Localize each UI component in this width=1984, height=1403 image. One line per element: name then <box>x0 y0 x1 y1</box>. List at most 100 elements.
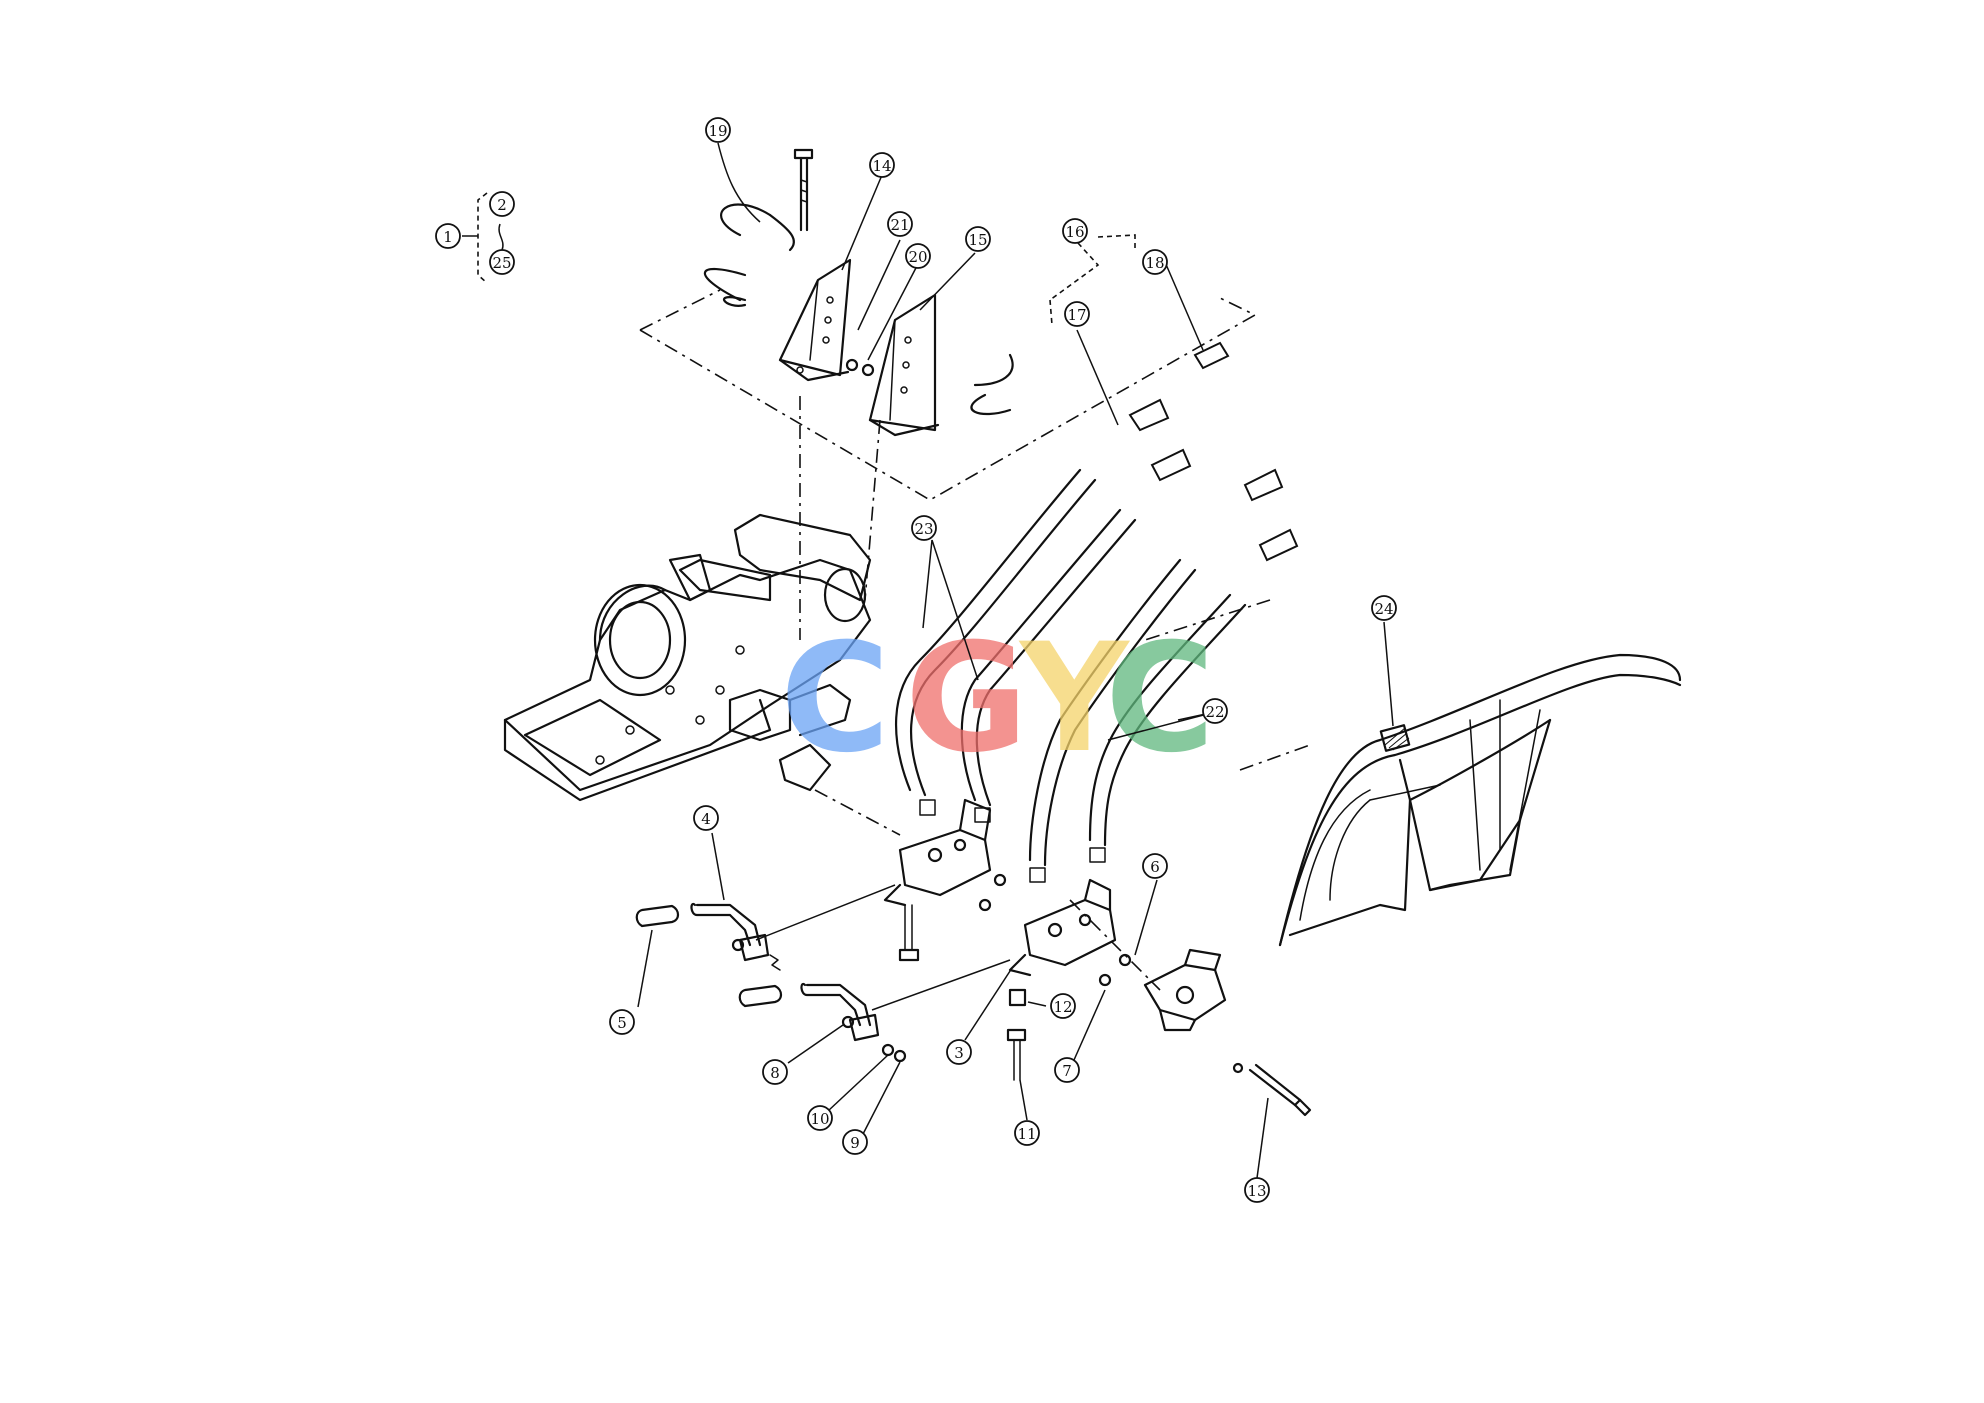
callout-number: 14 <box>872 157 891 175</box>
washers-9-10 <box>881 1043 907 1063</box>
callout-circle <box>807 1105 833 1131</box>
callout-13: 13 <box>1244 1177 1270 1203</box>
callout-circle <box>489 191 515 217</box>
flow-divider <box>1143 948 1227 1032</box>
callout-circle <box>762 1059 788 1085</box>
callout-19: 19 <box>705 117 731 143</box>
callout-number: 16 <box>1065 223 1084 241</box>
callout-number: 20 <box>908 248 927 266</box>
callout-14: 14 <box>869 152 895 178</box>
callout-7: 7 <box>1054 1057 1080 1083</box>
callout-circle <box>1244 1177 1270 1203</box>
callout-24: 24 <box>1371 595 1397 621</box>
leader-lines <box>637 142 1394 1179</box>
bracket-15 <box>868 293 940 437</box>
callout-number: 25 <box>492 254 511 272</box>
callout-25: 25 <box>489 249 515 275</box>
watermark-letter-y: Y <box>1018 612 1131 786</box>
callout-number: 11 <box>1017 1125 1036 1143</box>
callout-number: 3 <box>954 1044 964 1062</box>
dust-caps <box>1128 341 1299 562</box>
callout-number: 12 <box>1053 998 1072 1016</box>
callout-circle <box>1202 698 1228 724</box>
callout-9: 9 <box>842 1129 868 1155</box>
bracket-14 <box>778 258 852 382</box>
hydraulic-hoses <box>894 468 1247 883</box>
callout-5: 5 <box>609 1009 635 1035</box>
callout-23: 23 <box>911 515 937 541</box>
watermark: C G Y C <box>780 612 1215 786</box>
callout-21: 21 <box>887 211 913 237</box>
callout-circle <box>911 515 937 541</box>
callout-number: 8 <box>770 1064 780 1082</box>
callout-15: 15 <box>965 226 991 252</box>
bolt-11-nut-12 <box>1006 988 1027 1081</box>
control-valve-upper <box>883 798 992 962</box>
callout-circle <box>1014 1120 1040 1146</box>
callout-number: 1 <box>443 228 453 246</box>
callout-22: 22 <box>1202 698 1228 724</box>
callout-circle <box>609 1009 635 1035</box>
callout-number: 24 <box>1374 600 1393 618</box>
callout-circle <box>905 243 931 269</box>
callout-circle <box>1142 853 1168 879</box>
callout-circle <box>1064 301 1090 327</box>
grip-5-lower <box>738 984 783 1008</box>
u-bolts-19 <box>703 203 1014 416</box>
callout-circle <box>1054 1057 1080 1083</box>
callout-circle <box>946 1039 972 1065</box>
callout-circle <box>435 223 461 249</box>
callout-number: 19 <box>708 122 727 140</box>
callout-17: 17 <box>1064 301 1090 327</box>
callout-16: 16 <box>1062 218 1088 244</box>
callout-20: 20 <box>905 243 931 269</box>
transmission-housing <box>503 513 872 802</box>
grip-5-upper <box>635 904 680 928</box>
callout-4: 4 <box>693 805 719 831</box>
seal-rings <box>978 873 1132 987</box>
callout-number: 6 <box>1150 858 1160 876</box>
callout-number: 10 <box>810 1110 829 1128</box>
callout-circle <box>842 1129 868 1155</box>
callout-18: 18 <box>1142 249 1168 275</box>
callout-circle <box>705 117 731 143</box>
callout-10: 10 <box>807 1105 833 1131</box>
lever-8 <box>800 982 880 1042</box>
callout-circle <box>1142 249 1168 275</box>
callout-12: 12 <box>1050 993 1076 1019</box>
lever-4 <box>690 902 770 962</box>
callout-number: 22 <box>1205 703 1224 721</box>
callout-1: 1 <box>435 223 461 249</box>
callout-circle <box>489 249 515 275</box>
callout-number: 21 <box>890 216 909 234</box>
watermark-letter-c2: C <box>1105 612 1215 786</box>
callout-11: 11 <box>1014 1120 1040 1146</box>
bolt-long <box>793 148 814 232</box>
callout-number: 23 <box>914 520 933 538</box>
callout-number: 2 <box>497 196 507 214</box>
callout-number: 4 <box>701 810 711 828</box>
callout-circle <box>693 805 719 831</box>
springs <box>769 954 781 971</box>
callout-circle <box>887 211 913 237</box>
callout-number: 15 <box>968 231 987 249</box>
callout-circle <box>1371 595 1397 621</box>
callout-number: 18 <box>1145 254 1164 272</box>
fender-24 <box>1278 653 1682 947</box>
callout-number: 13 <box>1247 1182 1266 1200</box>
callout-circle <box>1062 218 1088 244</box>
callout-number: 7 <box>1062 1062 1072 1080</box>
callout-number: 5 <box>617 1014 627 1032</box>
callout-6: 6 <box>1142 853 1168 879</box>
callout-3: 3 <box>946 1039 972 1065</box>
callout-number: 9 <box>850 1134 860 1152</box>
callout-circle <box>965 226 991 252</box>
control-valve-lower <box>1008 878 1117 977</box>
bolt-13 <box>1232 1062 1312 1117</box>
callout-circle <box>1050 993 1076 1019</box>
callout-number: 17 <box>1067 306 1086 324</box>
callout-2: 2 <box>489 191 515 217</box>
callout-circle <box>869 152 895 178</box>
